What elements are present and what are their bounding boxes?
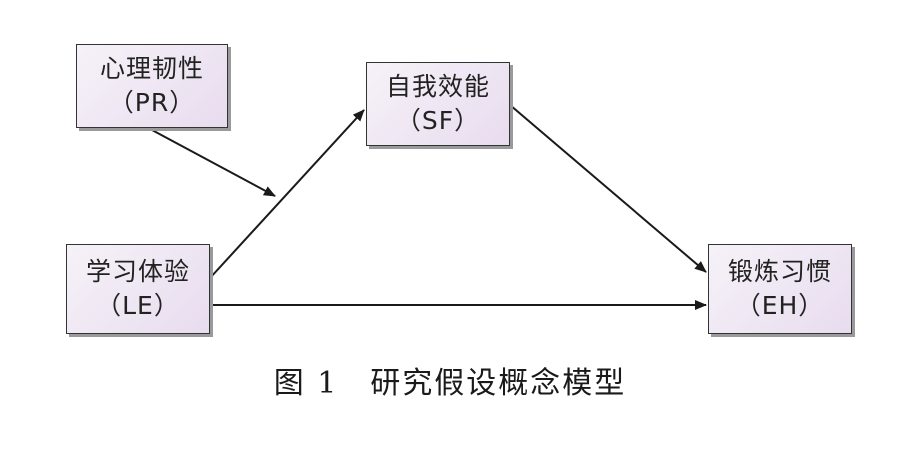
node-psychological-resilience: 心理韧性 （PR） — [76, 44, 228, 128]
node-label: 学习体验 — [85, 257, 190, 286]
node-label: 锻炼习惯 — [727, 257, 832, 286]
node-label: 自我效能 — [385, 72, 490, 101]
arrow-pr-to-path — [151, 129, 276, 197]
node-abbr: （SF） — [395, 106, 481, 135]
node-abbr: （PR） — [108, 88, 196, 117]
arrow-le-to-sf — [209, 109, 365, 279]
arrow-sf-to-eh — [509, 104, 707, 273]
node-label: 心理韧性 — [99, 54, 204, 83]
node-learning-experience: 学习体验 （LE） — [66, 244, 210, 334]
figure-caption: 图 1 研究假设概念模型 — [273, 366, 627, 401]
node-abbr: （EH） — [735, 291, 825, 320]
node-self-efficacy: 自我效能 （SF） — [366, 62, 510, 146]
node-exercise-habit: 锻炼习惯 （EH） — [708, 244, 852, 334]
node-abbr: （LE） — [96, 291, 180, 320]
